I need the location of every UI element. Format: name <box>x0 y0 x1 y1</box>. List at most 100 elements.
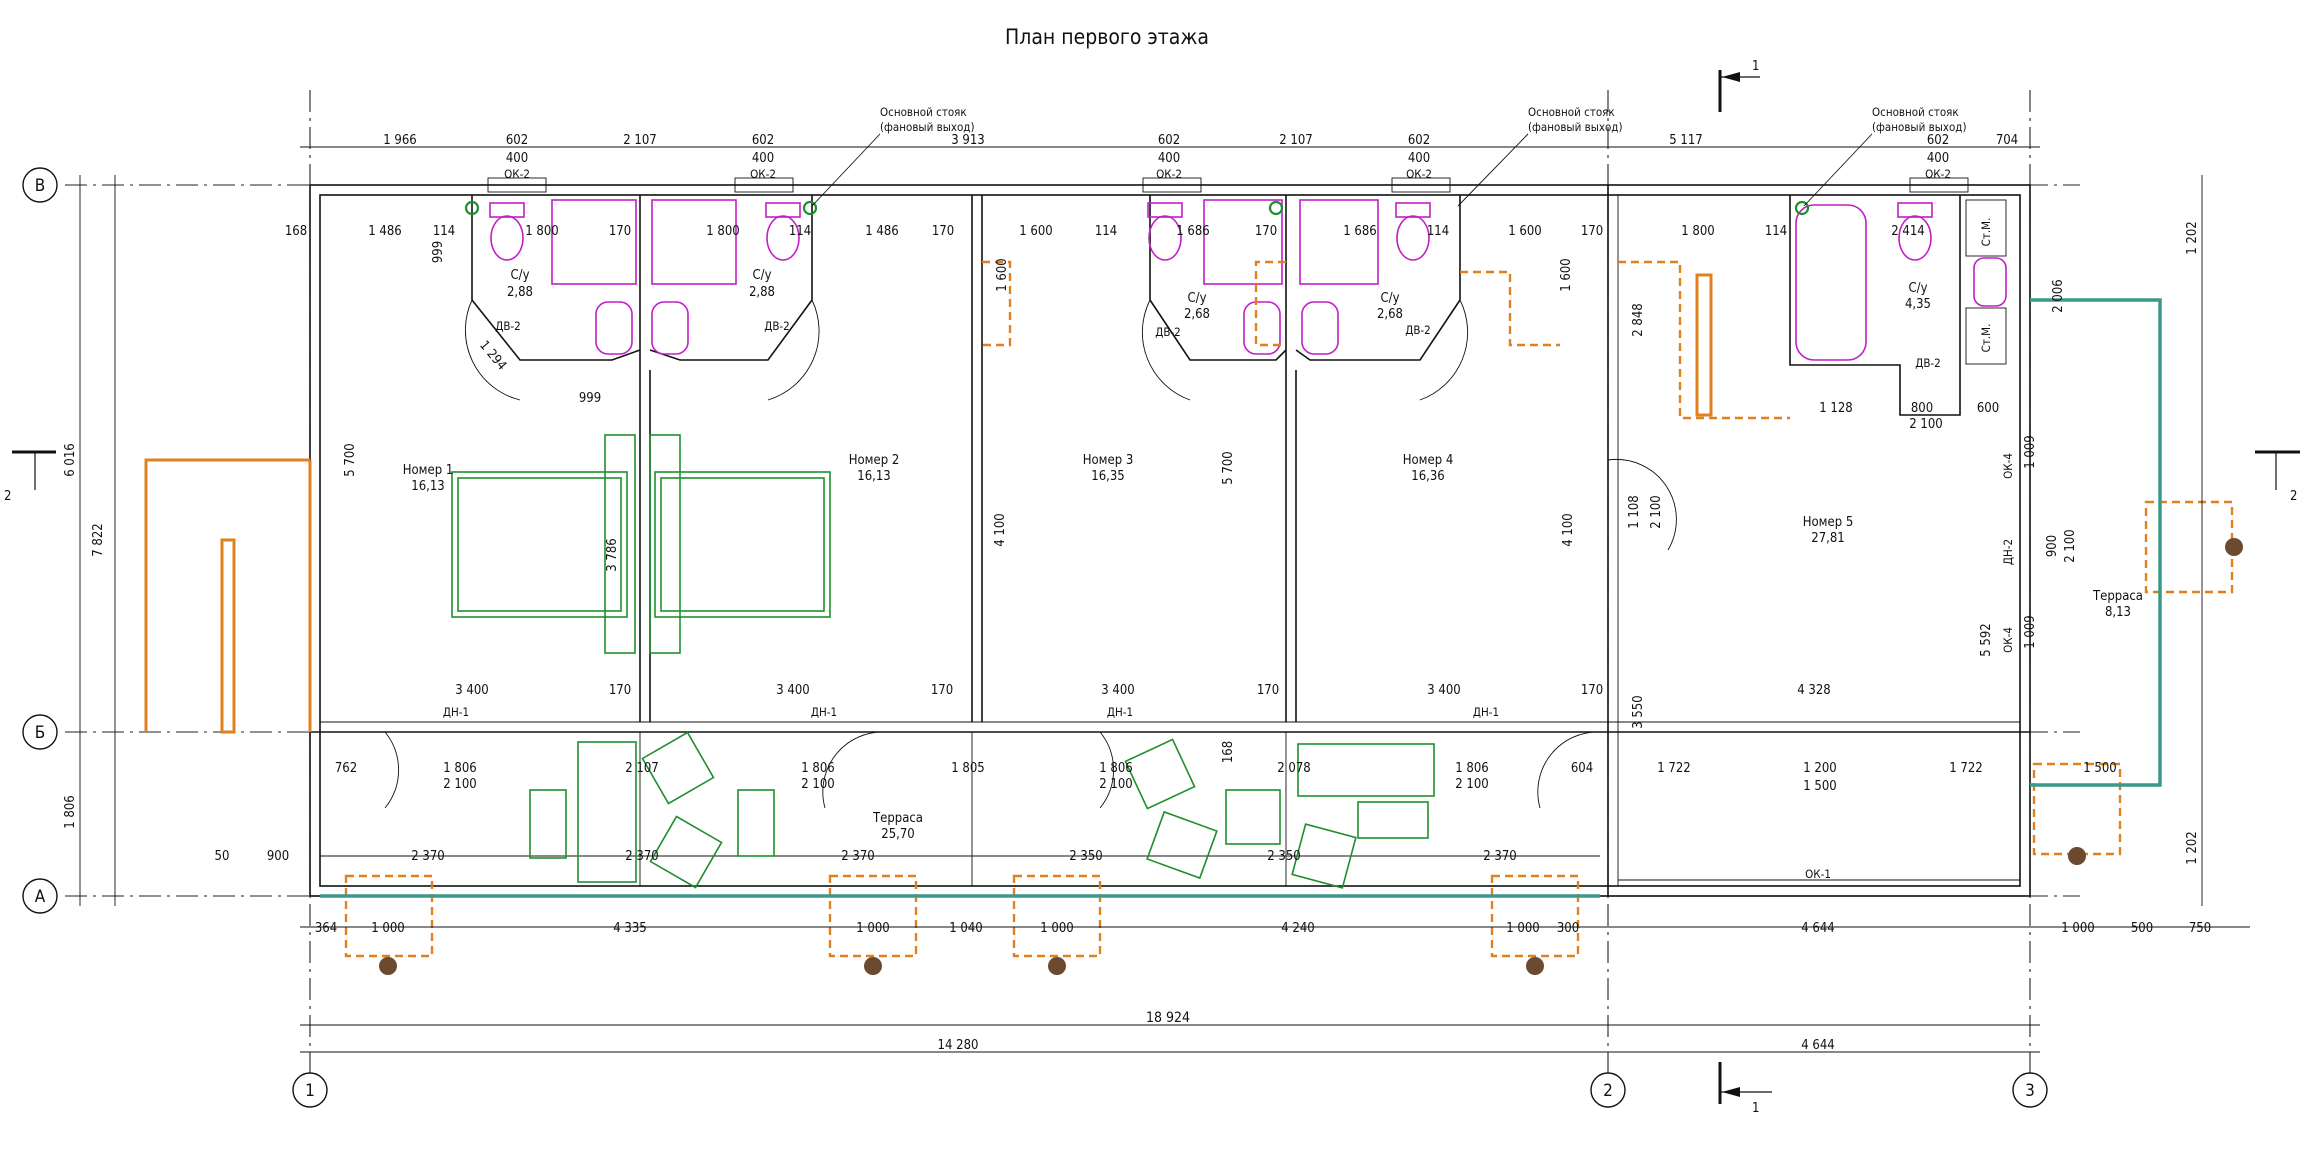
svg-text:170: 170 <box>1581 224 1603 239</box>
svg-text:400: 400 <box>1927 151 1949 166</box>
room-label-1: Номер 1 16,13 <box>403 463 454 494</box>
room-width-dims: 3 400 3 400 3 400 3 400 4 328 170 170 17… <box>455 683 1830 763</box>
svg-text:3: 3 <box>2025 1081 2035 1101</box>
svg-text:400: 400 <box>752 151 774 166</box>
svg-text:8,13: 8,13 <box>2105 605 2131 620</box>
svg-text:2 370: 2 370 <box>841 849 874 864</box>
svg-text:Номер 5: Номер 5 <box>1803 515 1854 530</box>
svg-text:704: 704 <box>1996 133 2018 148</box>
svg-text:25,70: 25,70 <box>881 827 914 842</box>
svg-text:2 370: 2 370 <box>1483 849 1516 864</box>
terrace-furniture <box>529 731 1435 889</box>
svg-text:2 848: 2 848 <box>1631 303 1646 336</box>
svg-text:1 686: 1 686 <box>1343 224 1376 239</box>
svg-text:170: 170 <box>932 224 954 239</box>
svg-text:1 486: 1 486 <box>865 224 898 239</box>
bathroom-label-4: С/у 2,68 <box>1377 291 1403 322</box>
svg-text:2 100: 2 100 <box>1455 777 1488 792</box>
svg-text:1 805: 1 805 <box>951 761 984 776</box>
svg-text:3 400: 3 400 <box>455 683 488 698</box>
svg-text:2 100: 2 100 <box>1909 417 1942 432</box>
axis-bubble-2: 2 <box>1590 1072 1626 1108</box>
svg-text:В: В <box>35 176 46 196</box>
svg-text:300: 300 <box>1557 921 1579 936</box>
riser-pipes <box>464 200 1810 216</box>
svg-text:114: 114 <box>1427 224 1449 239</box>
terrace-doors <box>384 458 1677 809</box>
closet-boxes: Ст.М. Ст.М. <box>1965 199 2007 365</box>
axis-bubble-1: 1 <box>292 1072 328 1108</box>
svg-text:1 000: 1 000 <box>1040 921 1073 936</box>
svg-text:602: 602 <box>1408 133 1430 148</box>
bathroom-label-1: С/у 2,88 <box>507 268 533 300</box>
svg-text:1 800: 1 800 <box>525 224 558 239</box>
svg-text:2 078: 2 078 <box>1277 761 1310 776</box>
svg-text:4 100: 4 100 <box>993 513 1008 546</box>
left-dims: 7 822 6 016 1 806 <box>63 443 106 828</box>
svg-text:ДН-2: ДН-2 <box>2001 539 2015 565</box>
bathroom-label-3: С/у 2,68 <box>1184 291 1210 322</box>
svg-text:1: 1 <box>305 1081 315 1101</box>
svg-text:Терраса: Терраса <box>872 811 923 826</box>
svg-text:Номер 2: Номер 2 <box>849 453 900 468</box>
svg-text:2 100: 2 100 <box>2063 529 2078 562</box>
door-labels-dv2: ДВ-2 ДВ-2 ДВ-2 ДВ-2 ДВ-2 <box>495 319 1941 370</box>
svg-text:1 000: 1 000 <box>856 921 889 936</box>
svg-text:1 500: 1 500 <box>1803 779 1836 794</box>
svg-text:2 370: 2 370 <box>411 849 444 864</box>
building-walls <box>309 184 2031 897</box>
svg-text:Номер 1: Номер 1 <box>403 463 454 478</box>
svg-text:999: 999 <box>579 391 601 406</box>
svg-text:1 128: 1 128 <box>1819 401 1852 416</box>
svg-text:ОК-2: ОК-2 <box>1925 167 1951 181</box>
svg-text:170: 170 <box>609 224 631 239</box>
glass-railing <box>320 298 2162 898</box>
svg-text:1 600: 1 600 <box>1019 224 1052 239</box>
svg-text:999: 999 <box>431 241 446 263</box>
svg-text:1 686: 1 686 <box>1176 224 1209 239</box>
svg-text:Ст.М.: Ст.М. <box>1979 218 1993 247</box>
svg-text:3 400: 3 400 <box>1427 683 1460 698</box>
axis-bubble-v: В <box>22 167 58 203</box>
svg-text:2,88: 2,88 <box>749 285 775 300</box>
svg-text:С/у: С/у <box>1908 281 1927 296</box>
steps-bottom <box>344 874 1580 975</box>
svg-text:7 822: 7 822 <box>91 523 106 556</box>
svg-text:114: 114 <box>1095 224 1117 239</box>
svg-text:114: 114 <box>433 224 455 239</box>
svg-text:6 016: 6 016 <box>63 443 78 476</box>
svg-text:2,68: 2,68 <box>1184 307 1210 322</box>
svg-text:4 644: 4 644 <box>1801 1038 1834 1053</box>
svg-text:16,13: 16,13 <box>411 479 444 494</box>
overall-dims: 18 924 14 280 4 644 <box>938 1010 1835 1053</box>
svg-text:50: 50 <box>215 849 230 864</box>
section-mark-bottom: 1 <box>1718 1062 1772 1116</box>
svg-text:602: 602 <box>1927 133 1949 148</box>
door-labels-dn1: ДН-1 ДН-1 ДН-1 ДН-1 <box>443 705 1499 719</box>
svg-text:1: 1 <box>1752 1101 1759 1116</box>
svg-text:16,13: 16,13 <box>857 469 890 484</box>
svg-text:С/у: С/у <box>510 268 529 283</box>
room-label-3: Номер 3 16,35 <box>1083 453 1134 484</box>
svg-text:1 806: 1 806 <box>1455 761 1488 776</box>
svg-text:ОК-2: ОК-2 <box>504 167 530 181</box>
svg-text:1 000: 1 000 <box>371 921 404 936</box>
svg-text:1 600: 1 600 <box>995 258 1010 291</box>
svg-text:5 592: 5 592 <box>1979 623 1994 656</box>
svg-text:ОК-2: ОК-2 <box>1406 167 1432 181</box>
svg-text:5 700: 5 700 <box>343 443 358 476</box>
svg-text:2 414: 2 414 <box>1891 224 1924 239</box>
svg-text:Основной стояк: Основной стояк <box>880 105 967 119</box>
svg-text:2: 2 <box>4 489 11 504</box>
svg-text:ДН-1: ДН-1 <box>443 705 469 719</box>
svg-text:1 722: 1 722 <box>1949 761 1982 776</box>
steps-right <box>2032 500 2243 865</box>
svg-text:762: 762 <box>335 761 357 776</box>
svg-text:170: 170 <box>609 683 631 698</box>
room-label-5: Номер 5 27,81 <box>1803 515 1854 546</box>
axis-bubble-b: Б <box>22 714 58 750</box>
svg-text:170: 170 <box>1581 683 1603 698</box>
svg-text:2: 2 <box>2290 489 2297 504</box>
svg-text:Основной стояк: Основной стояк <box>1872 105 1959 119</box>
